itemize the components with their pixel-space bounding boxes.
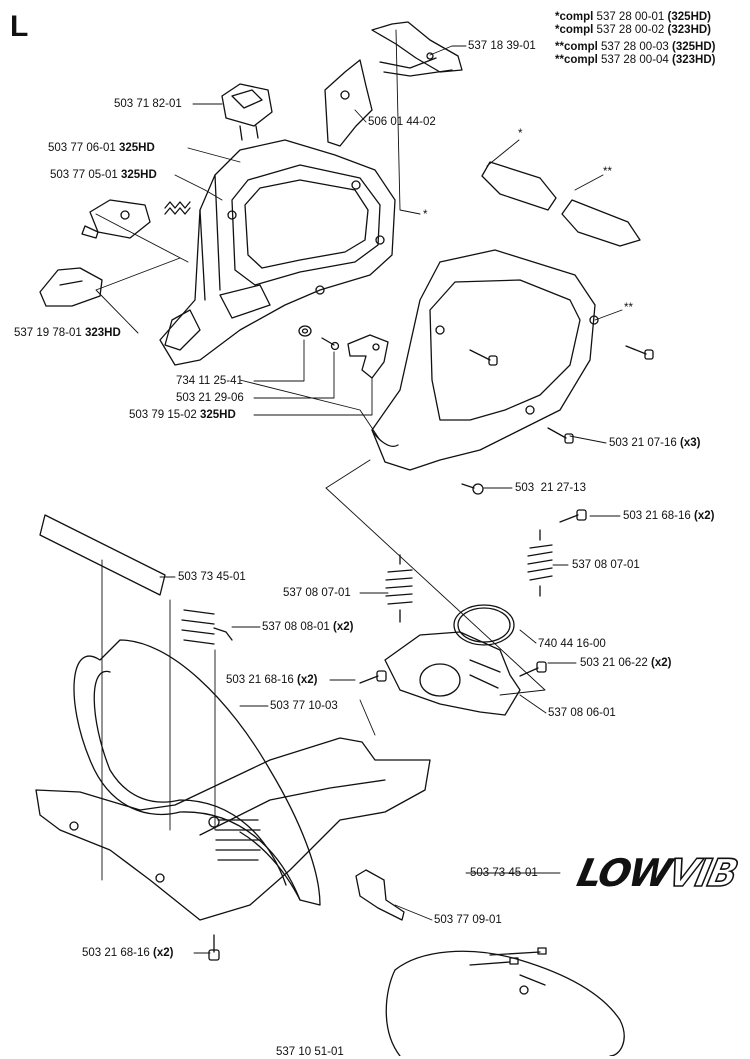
part-label: 537 19 78-01 323HD	[14, 327, 121, 339]
part-label: 506 01 44-02	[368, 116, 436, 128]
screw-503-21-68-16-top	[559, 509, 587, 523]
screw-cover-3	[547, 427, 574, 444]
part-label: 537 18 39-01	[468, 40, 536, 52]
part-label: 537 08 08-01 (x2)	[262, 621, 354, 633]
part-label: 503 71 82-01	[114, 98, 182, 110]
part-label: 503 21 06-22 (x2)	[580, 657, 672, 669]
section-letter: L	[10, 10, 29, 43]
star-marker: *	[423, 209, 428, 221]
double-star-marker: **	[624, 302, 633, 314]
screw-503-21-29-06	[321, 337, 340, 351]
screw-503-21-27-13	[461, 483, 484, 495]
part-label: 503 77 05-01 325HD	[50, 169, 157, 181]
choke-part	[39, 267, 103, 307]
cover-double-star	[561, 199, 641, 247]
handle-cover	[371, 249, 599, 471]
spring-537-08-07-01-left	[385, 554, 413, 623]
screw-cover-2	[625, 345, 654, 360]
screw-503-21-68-16-bottom	[208, 934, 220, 961]
cover-single-star	[481, 161, 557, 211]
part-label: 503 21 68-16 (x2)	[82, 947, 174, 959]
bracket-537-08-06-01	[384, 631, 521, 716]
rear-handle-housing	[159, 139, 396, 366]
screw-503-21-68-16-left	[359, 670, 387, 684]
throttle-trigger	[324, 59, 373, 147]
part-label: 503 73 45-01	[178, 571, 246, 583]
handle-base	[35, 737, 431, 921]
screw-cover-1	[469, 349, 498, 366]
front-handle	[73, 639, 321, 906]
kit-note: **compl 537 28 00-03 (325HD)	[555, 41, 716, 53]
spring-lower	[208, 816, 261, 861]
part-label: 503 21 27-13	[515, 482, 586, 494]
part-label: 503 79 15-02 325HD	[129, 409, 236, 421]
decal-sheet	[39, 514, 166, 596]
double-star-marker: **	[603, 166, 612, 178]
kit-note: *compl 537 28 00-01 (325HD)	[555, 11, 712, 23]
clip-503-77-09-01	[355, 869, 405, 921]
part-label: 503 21 68-16 (x2)	[623, 510, 715, 522]
wire-harness	[385, 947, 625, 1056]
part-label: 740 44 16-00	[538, 638, 606, 650]
lowvib-logo: LOWVIB	[573, 850, 741, 896]
kit-note: **compl 537 28 00-04 (323HD)	[555, 54, 716, 66]
part-label: 503 21 29-06	[176, 392, 244, 404]
kit-note: *compl 537 28 00-02 (323HD)	[555, 24, 712, 36]
lock-lever	[81, 199, 151, 239]
bracket-503-79-15-02	[347, 334, 389, 379]
o-ring-740-44-16-00	[453, 604, 515, 646]
spring-small	[164, 201, 191, 215]
part-label: 537 08 07-01	[283, 587, 351, 599]
part-label: 537 10 51-01	[276, 1046, 344, 1058]
part-label: 503 73 45-01	[470, 867, 538, 879]
spring-537-08-07-01-right	[527, 529, 553, 597]
screw-503-21-06-22	[519, 661, 547, 677]
washer-734	[298, 325, 312, 337]
lever-clip	[371, 21, 463, 77]
leader-lines	[95, 29, 623, 954]
kit-notes: *compl 537 28 00-01 (325HD) *compl 537 2…	[555, 11, 716, 67]
star-marker: *	[518, 128, 523, 140]
part-label: 503 77 06-01 325HD	[48, 142, 155, 154]
part-label: 734 11 25-41	[176, 375, 243, 387]
spring-537-08-08-01	[181, 609, 233, 645]
part-label: 537 08 07-01	[572, 559, 640, 571]
part-label: 537 08 06-01	[548, 707, 616, 719]
part-label: 503 77 09-01	[434, 914, 502, 926]
part-label: 503 77 10-03	[270, 700, 338, 712]
stop-switch	[221, 83, 273, 141]
part-label: 503 21 07-16 (x3)	[609, 437, 701, 449]
part-label: 503 21 68-16 (x2)	[226, 674, 318, 686]
